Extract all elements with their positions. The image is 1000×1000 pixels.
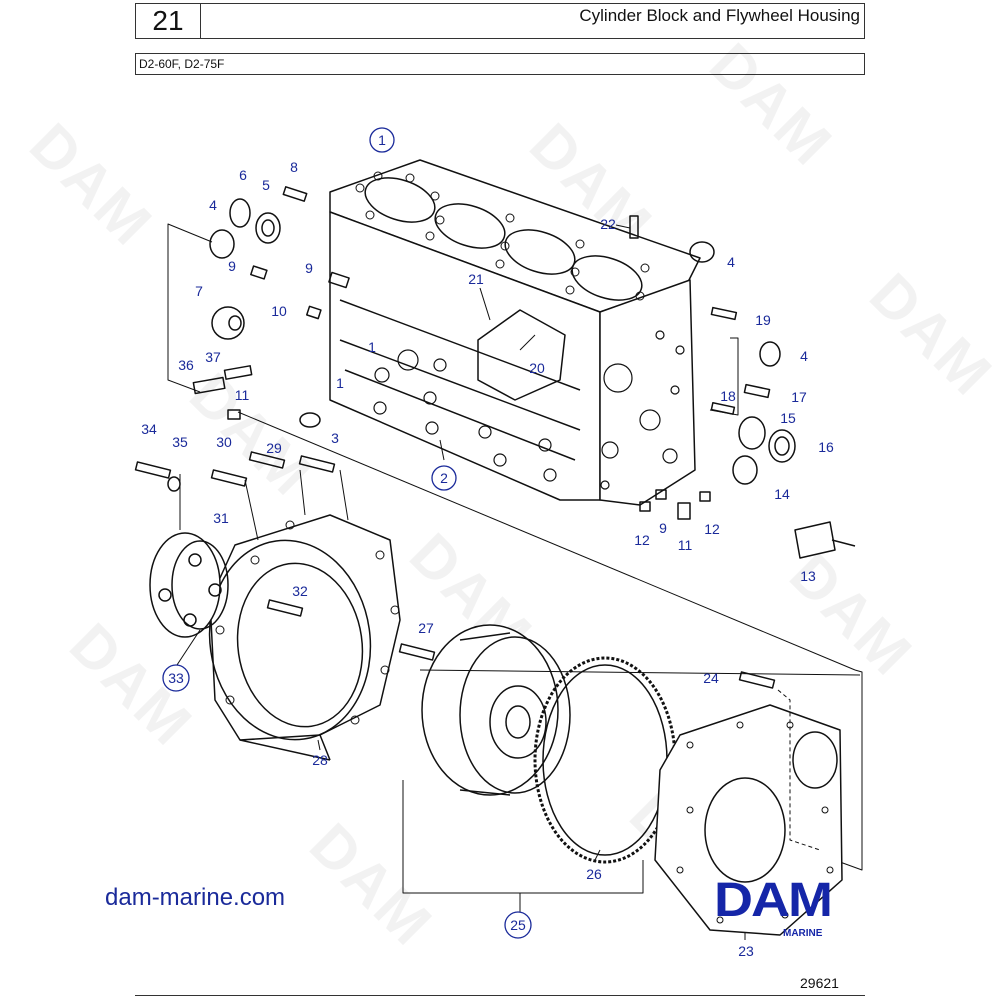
bearing	[255, 212, 281, 244]
brand-subtitle: MARINE	[783, 928, 823, 939]
stud	[710, 306, 738, 321]
callout-26: 26	[586, 866, 602, 882]
callout-4: 4	[800, 348, 808, 364]
callout-1: 1	[378, 132, 386, 148]
callout-12: 12	[634, 532, 650, 548]
pin	[743, 383, 771, 399]
callout-27: 27	[418, 620, 434, 636]
drive-adapter	[149, 532, 229, 638]
callout-31: 31	[213, 510, 229, 526]
bolt	[134, 461, 172, 479]
callout-circle	[369, 127, 395, 153]
callout-20: 20	[529, 360, 545, 376]
callout-14: 14	[774, 486, 790, 502]
website-url[interactable]: dam-marine.com	[105, 884, 286, 911]
callout-circle	[162, 664, 190, 692]
callout-29: 29	[266, 440, 282, 456]
cover	[211, 306, 245, 340]
callout-36: 36	[178, 357, 194, 373]
ring-gear	[533, 656, 677, 864]
callout-23: 23	[738, 943, 754, 959]
shaft	[794, 521, 836, 559]
footer-divider	[135, 995, 865, 996]
bolt	[398, 643, 436, 661]
bolt	[738, 671, 776, 689]
seal	[732, 455, 758, 485]
plug	[305, 305, 322, 320]
plug	[250, 265, 268, 280]
bolt	[210, 469, 248, 487]
callout-5: 5	[262, 177, 270, 193]
cylinder-block	[329, 159, 701, 506]
dowel-pin	[282, 186, 308, 202]
bolt	[266, 599, 304, 617]
callout-1: 1	[336, 375, 344, 391]
seal	[229, 198, 251, 228]
callout-16: 16	[818, 439, 834, 455]
nipple	[677, 502, 691, 520]
callout-17: 17	[791, 389, 807, 405]
bolt	[248, 451, 286, 469]
bearing	[738, 416, 766, 450]
callout-circle	[504, 911, 532, 939]
callout-25: 25	[510, 917, 526, 933]
callout-4: 4	[727, 254, 735, 270]
drain-valve	[192, 376, 226, 395]
callout-11: 11	[678, 537, 693, 553]
seal	[759, 341, 781, 367]
pin	[629, 215, 639, 239]
callout-19: 19	[755, 312, 771, 328]
plug	[227, 409, 241, 420]
callout-11: 11	[235, 387, 250, 403]
callout-9: 9	[228, 258, 236, 274]
drawing-number: 29621	[800, 975, 839, 991]
callout-10: 10	[271, 303, 287, 319]
callout-32: 32	[292, 583, 308, 599]
callout-37: 37	[205, 349, 221, 365]
page-number: 21	[136, 4, 201, 38]
bearing	[768, 429, 796, 463]
callout-35: 35	[172, 434, 188, 450]
callout-8: 8	[290, 159, 298, 175]
callout-2: 2	[440, 470, 448, 486]
callout-7: 7	[195, 283, 203, 299]
callout-34: 34	[141, 421, 157, 437]
callout-12: 12	[704, 521, 720, 537]
callout-24: 24	[703, 670, 719, 686]
callout-21: 21	[468, 271, 484, 287]
plug	[639, 501, 651, 512]
callout-28: 28	[312, 752, 328, 768]
callout-22: 22	[600, 216, 616, 232]
brand-logo: DAM	[714, 873, 833, 927]
callout-18: 18	[720, 388, 736, 404]
cover-plate	[654, 689, 843, 936]
o-ring	[299, 412, 321, 428]
flywheel	[421, 624, 571, 796]
bolt	[298, 455, 336, 473]
core-plug	[689, 241, 715, 263]
page-title: Cylinder Block and Flywheel Housing	[579, 6, 860, 25]
callout-9: 9	[659, 520, 667, 536]
core-plug	[209, 229, 235, 259]
washer	[167, 476, 181, 492]
model-designation: D2-60F, D2-75F	[135, 53, 865, 75]
callout-9: 9	[305, 260, 313, 276]
callout-30: 30	[216, 434, 232, 450]
callout-circle	[431, 465, 457, 491]
callout-13: 13	[800, 568, 816, 584]
callout-1: 1	[368, 339, 376, 355]
callout-6: 6	[239, 167, 247, 183]
callout-33: 33	[168, 670, 184, 686]
fitting	[223, 365, 253, 380]
callout-3: 3	[331, 430, 339, 446]
callout-4: 4	[209, 197, 217, 213]
header-box: 21 Cylinder Block and Flywheel Housing	[135, 3, 865, 39]
callout-15: 15	[780, 410, 796, 426]
flywheel-housing	[208, 514, 401, 761]
